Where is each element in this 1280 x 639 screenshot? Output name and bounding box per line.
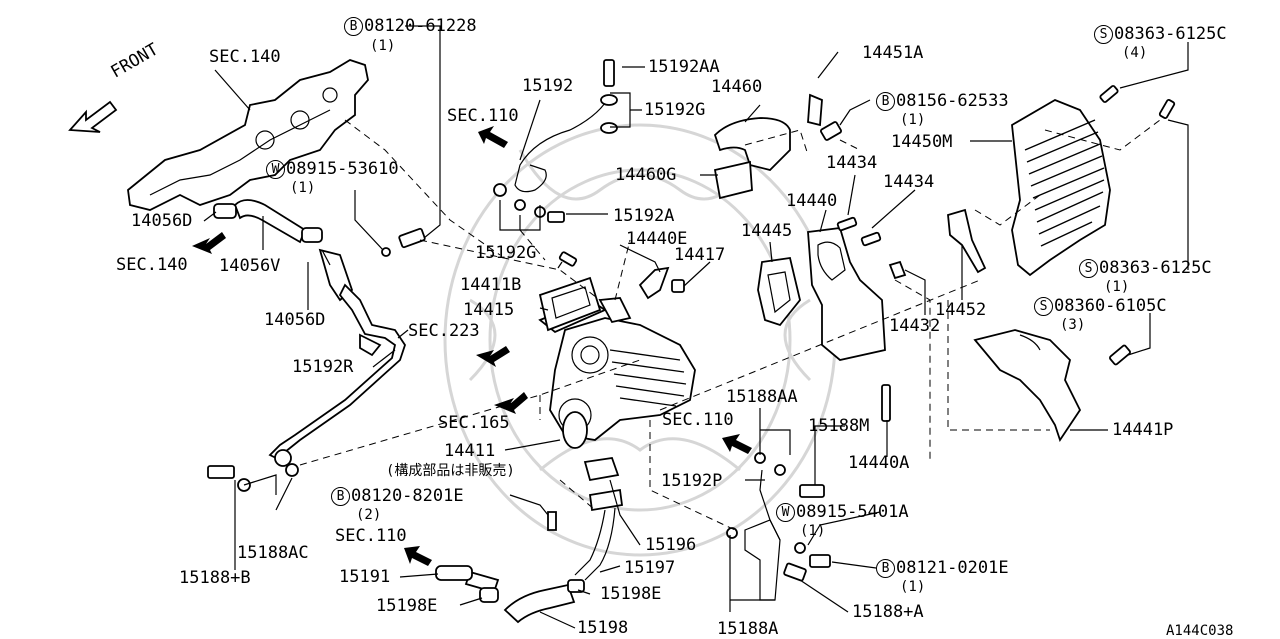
banjo-bolt-15188B (207, 463, 299, 492)
oil-return-hose-15198 (435, 565, 585, 624)
label-sec140-left[interactable]: SEC.140 (116, 255, 188, 275)
label-15192[interactable]: 15192 (522, 76, 574, 96)
label-sec140-top[interactable]: SEC.140 (209, 47, 281, 67)
label-sec110-b[interactable]: SEC.110 (662, 410, 734, 430)
water-hose-14056V (213, 199, 323, 244)
bolt-prefix-icon: B (876, 92, 895, 111)
label-14411B[interactable]: 14411B (460, 275, 522, 295)
label-sec110-a[interactable]: SEC.110 (447, 106, 519, 126)
note-not-sold: (構成部品は非販売) (386, 463, 515, 479)
label-15196[interactable]: 15196 (645, 535, 697, 555)
label-15188B[interactable]: 15188+B (179, 568, 251, 588)
label-14417[interactable]: 14417 (674, 245, 726, 265)
qty-08120-61228: (1) (370, 38, 396, 54)
label-15192G-b[interactable]: 15192G (475, 243, 537, 263)
water-pipe-15192P (726, 452, 831, 601)
label-14445[interactable]: 14445 (741, 221, 793, 241)
washer-prefix-icon: W (266, 160, 285, 179)
label-14415[interactable]: 14415 (463, 300, 515, 320)
label-14440E[interactable]: 14440E (626, 229, 688, 249)
stud-14440A (881, 384, 891, 422)
label-14440[interactable]: 14440 (786, 191, 838, 211)
label-14452[interactable]: 14452 (935, 300, 987, 320)
front-arrow-icon (68, 100, 118, 133)
exhaust-manifold (127, 59, 369, 211)
oil-tube-15192R (268, 283, 406, 467)
qty-08156-62533: (1) (900, 112, 926, 128)
label-14432[interactable]: 14432 (889, 316, 941, 336)
qty-08360-6105C: (3) (1060, 317, 1086, 333)
diagram-id: A144C038 (1166, 623, 1234, 639)
label-15192A[interactable]: 15192A (613, 206, 675, 226)
qty-08120-8201E: (2) (356, 507, 382, 523)
turbo-outlet-gasket-14440 (757, 216, 907, 361)
screw-prefix-icon: S (1079, 259, 1098, 278)
label-15197[interactable]: 15197 (624, 558, 676, 578)
label-14451A[interactable]: 14451A (862, 43, 924, 63)
label-15188M[interactable]: 15188M (808, 416, 870, 436)
oil-return-pipe-15197 (547, 457, 624, 581)
label-14434-b[interactable]: 14434 (883, 172, 935, 192)
label-sec110-c[interactable]: SEC.110 (335, 526, 407, 546)
label-14450M[interactable]: 14450M (891, 132, 953, 152)
label-15191[interactable]: 15191 (339, 567, 391, 587)
qty-08121-0201E: (1) (900, 579, 926, 595)
bolt-prefix-icon: B (331, 487, 350, 506)
bolt-washer-icon (381, 227, 426, 257)
label-15188AC[interactable]: 15188AC (237, 543, 309, 563)
section-arrows (192, 126, 752, 566)
screw-prefix-icon: S (1094, 25, 1113, 44)
label-15198E-b[interactable]: 15198E (600, 584, 662, 604)
label-15192AA[interactable]: 15192AA (648, 57, 720, 77)
label-sec165[interactable]: SEC.165 (438, 413, 510, 433)
bolt-prefix-icon: B (344, 17, 363, 36)
label-14440A[interactable]: 14440A (848, 453, 910, 473)
label-15192R[interactable]: 15192R (292, 357, 354, 377)
water-outlet-14460 (713, 93, 842, 200)
label-15188A-plus[interactable]: 15188+A (852, 602, 924, 622)
bolt-prefix-icon: B (876, 559, 895, 578)
washer-prefix-icon: W (776, 503, 795, 522)
label-15198[interactable]: 15198 (577, 618, 629, 638)
qty-08363-6125C-bot: (1) (1104, 279, 1130, 295)
label-15192P[interactable]: 15192P (661, 471, 723, 491)
label-14056D-b[interactable]: 14056D (264, 310, 326, 330)
dashed-lines (299, 119, 1161, 531)
heat-insulator-14450M (1011, 85, 1176, 277)
label-sec223[interactable]: SEC.223 (408, 321, 480, 341)
qty-08915-5401A: (1) (800, 523, 826, 539)
label-15198E-a[interactable]: 15198E (376, 596, 438, 616)
heat-shield-14441P (973, 329, 1131, 443)
label-14056V[interactable]: 14056V (219, 256, 281, 276)
screw-prefix-icon: S (1034, 297, 1053, 316)
label-15188A[interactable]: 15188A (717, 619, 779, 639)
qty-08363-6125C-top: (4) (1122, 45, 1148, 61)
label-15188AA[interactable]: 15188AA (726, 387, 798, 407)
label-14441P[interactable]: 14441P (1112, 420, 1174, 440)
leader-lines (203, 25, 1189, 629)
gasket-14415 (538, 276, 602, 332)
label-14056D-a[interactable]: 14056D (131, 211, 193, 231)
label-14411[interactable]: 14411 (444, 441, 496, 461)
oil-feed-tube-15192 (493, 59, 618, 267)
label-14460G[interactable]: 14460G (615, 165, 677, 185)
label-14434-a[interactable]: 14434 (826, 153, 878, 173)
qty-08915-53610: (1) (290, 180, 316, 196)
label-14460[interactable]: 14460 (711, 77, 763, 97)
label-15192G-a[interactable]: 15192G (644, 100, 706, 120)
bracket-14452 (947, 208, 987, 274)
bracket-14417 (638, 266, 685, 300)
